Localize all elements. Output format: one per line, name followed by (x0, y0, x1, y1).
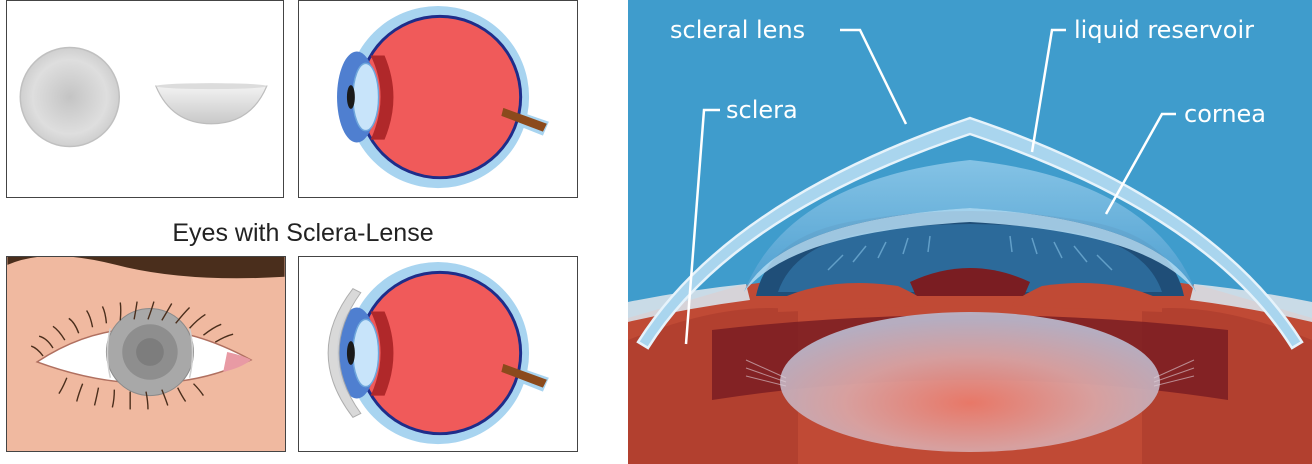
label-sclera: sclera (726, 96, 798, 124)
label-liquid-reservoir: liquid reservoir (1074, 16, 1254, 44)
panel-eye-cross-section (298, 0, 578, 198)
lens-front-view (20, 48, 119, 147)
eye-front-illustration (7, 257, 285, 451)
scleral-lens-cross-section: scleral lens liquid reservoir sclera cor… (628, 0, 1312, 464)
panel-eye-front (6, 256, 286, 452)
figure-title: Eyes with Sclera-Lense (0, 219, 606, 248)
lens-side-view (156, 86, 267, 124)
crystalline-lens (780, 312, 1160, 452)
lens-objects-illustration (7, 1, 283, 197)
eye-cross-section-illustration (299, 1, 577, 197)
eye-with-lens-illustration (299, 257, 577, 451)
panel-lens-objects (6, 0, 284, 198)
panel-eye-with-lens (298, 256, 578, 452)
label-cornea: cornea (1184, 100, 1266, 128)
label-scleral-lens: scleral lens (670, 16, 805, 44)
cross-section-illustration: scleral lens liquid reservoir sclera cor… (628, 0, 1312, 464)
